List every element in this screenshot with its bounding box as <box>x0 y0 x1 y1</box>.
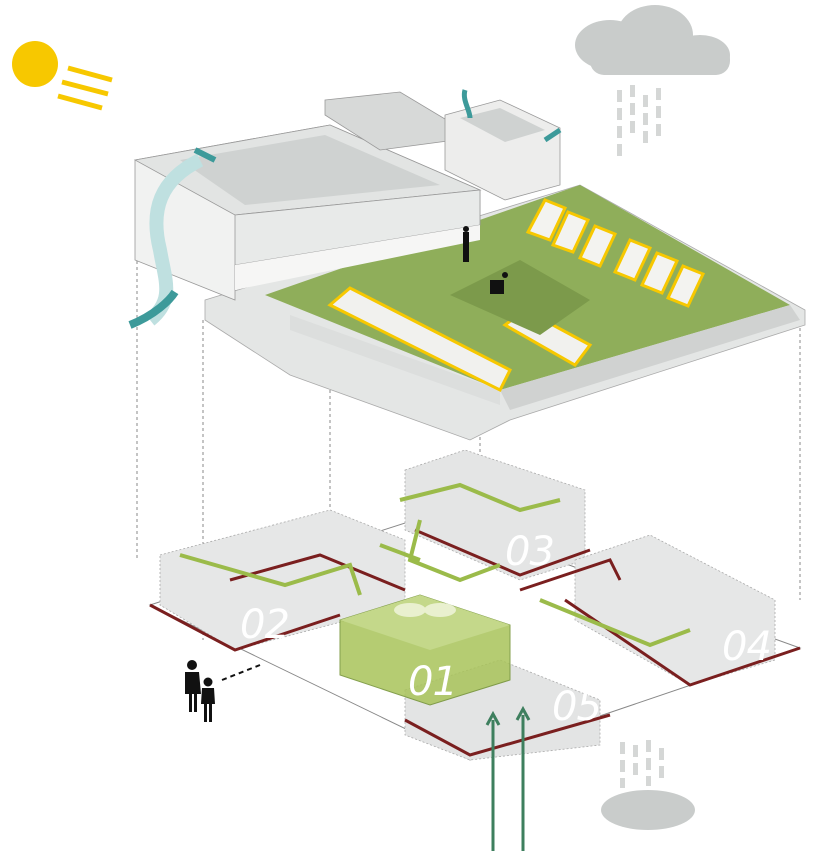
rain-cloud-icon <box>575 5 730 156</box>
people-on-roof-icon <box>463 226 508 294</box>
zone-label-01: 01 <box>408 659 457 705</box>
tank-01 <box>339 594 511 706</box>
floor-plan-exploded: 01 02 03 04 05 <box>148 449 802 761</box>
building-top <box>133 91 806 441</box>
people-icon <box>185 660 261 722</box>
zone-label-05: 05 <box>552 684 601 730</box>
airflow-arrow-icon <box>128 89 562 329</box>
ground-pipes <box>485 705 531 851</box>
sun-icon <box>12 41 113 111</box>
ground-water-cloud-icon <box>601 740 695 830</box>
zone-label-04: 04 <box>722 624 771 670</box>
ventilation-ducts <box>179 482 691 648</box>
zone-label-02: 02 <box>240 602 289 648</box>
zone-label-03: 03 <box>505 529 554 575</box>
